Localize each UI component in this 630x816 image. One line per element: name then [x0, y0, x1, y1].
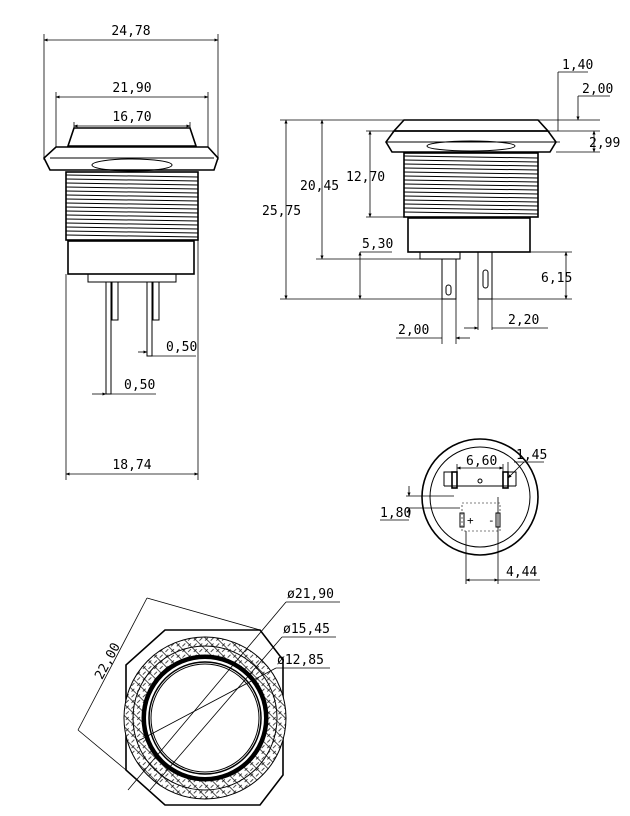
- top-button-face: [150, 663, 260, 773]
- thread-line: [65, 226, 199, 230]
- side-dim-cap-height: 2,00: [582, 82, 613, 97]
- thread-line: [403, 211, 539, 215]
- thread-line: [65, 198, 199, 202]
- thread-line: [65, 206, 199, 210]
- thread-line: [65, 214, 199, 218]
- thread-line: [65, 182, 199, 186]
- front-threaded-body: [65, 171, 199, 241]
- side-threaded-body: [403, 152, 539, 218]
- thread-line: [403, 191, 539, 195]
- front-dim-top-width: 16,70: [112, 110, 151, 125]
- thread-line: [65, 222, 199, 226]
- front-button-cap: [66, 127, 198, 147]
- thread-line: [403, 187, 539, 191]
- top-dim-button-diameter: ø12,85: [277, 653, 324, 668]
- thread-line: [403, 199, 539, 203]
- front-lower-body: [67, 240, 195, 275]
- thread-line: [65, 218, 199, 222]
- front-dim-pin-gap: 0,50: [166, 340, 197, 355]
- bottom-terminal-left: [459, 512, 465, 528]
- bottom-dim-terminal-span: 6,60: [466, 454, 497, 469]
- side-dim-terminal-length: 6,15: [541, 271, 572, 286]
- thread-line: [65, 190, 199, 194]
- thread-line: [403, 155, 539, 159]
- bottom-dim-terminal-thickness: 1,45: [516, 448, 547, 463]
- front-base: [87, 273, 177, 283]
- side-dim-thread-length: 12,70: [346, 170, 385, 185]
- top-dim-hex-diameter: ø21,90: [287, 587, 334, 602]
- side-view: 1,40 2,00 2,99 12,70 20,45 25,75 5,30 6,…: [262, 58, 620, 344]
- front-dim-pin-thickness: 0,50: [124, 378, 155, 393]
- thread-line: [65, 186, 199, 190]
- thread-line: [403, 179, 539, 183]
- side-dim-terminal-width: 2,00: [398, 323, 429, 338]
- side-dim-terminal-spacing: 2,20: [508, 313, 539, 328]
- thread-line: [65, 234, 199, 238]
- thread-line: [65, 230, 199, 234]
- front-dim-body-width: 18,74: [112, 458, 151, 473]
- bottom-view: + - 6,60 1,45 1,80 4,44: [380, 438, 547, 584]
- top-dim-across-corners: 22,00: [92, 641, 124, 683]
- thread-line: [403, 171, 539, 175]
- thread-line: [65, 202, 199, 206]
- thread-line: [65, 210, 199, 214]
- front-dim-hex-width: 21,90: [112, 81, 151, 96]
- thread-line: [65, 174, 199, 178]
- side-button-cap: [392, 119, 550, 132]
- top-view: 22,00 ø21,90 ø15,45 ø12,85: [77, 587, 340, 806]
- thread-line: [403, 167, 539, 171]
- top-dim-ring-diameter: ø15,45: [283, 622, 330, 637]
- bottom-dim-terminal-offset: 1,80: [380, 506, 411, 521]
- bottom-plus-mark: +: [467, 514, 474, 527]
- thread-line: [65, 178, 199, 182]
- side-dim-flange-thickness: 2,99: [589, 136, 620, 151]
- thread-line: [403, 163, 539, 167]
- thread-line: [403, 175, 539, 179]
- bottom-outer-circle: [421, 438, 539, 556]
- bottom-minus-mark: -: [488, 514, 495, 527]
- bottom-inner-circle: [429, 446, 531, 548]
- thread-line: [403, 159, 539, 163]
- side-thread-lines: [403, 155, 539, 215]
- side-lower-body: [407, 217, 531, 253]
- bottom-dim-center-offset: 4,44: [506, 565, 537, 580]
- thread-line: [403, 207, 539, 211]
- front-dim-flange-width: 24,78: [111, 24, 150, 39]
- thread-line: [403, 203, 539, 207]
- side-dim-terminal-offset: 5,30: [362, 237, 393, 252]
- side-dim-body-height: 20,45: [300, 179, 339, 194]
- side-dim-total-height: 25,75: [262, 204, 301, 219]
- front-view: 24,78 21,90 16,70 0,50 0,50 18,74: [43, 24, 219, 480]
- side-terminal-right: [477, 251, 493, 300]
- thread-line: [403, 183, 539, 187]
- thread-line: [65, 194, 199, 198]
- side-terminal-left: [441, 258, 457, 300]
- thread-line: [403, 195, 539, 199]
- front-thread-lines: [65, 174, 199, 238]
- side-dim-cap-step: 1,40: [562, 58, 593, 73]
- front-terminals: [105, 281, 160, 395]
